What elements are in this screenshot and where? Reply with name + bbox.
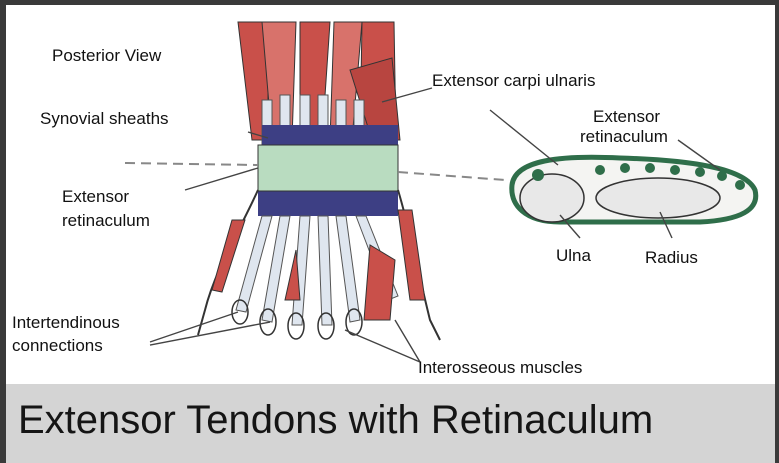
label-extensor-retinaculum-left-2: retinaculum — [62, 210, 150, 232]
label-radius: Radius — [645, 247, 698, 269]
label-intertendinous-2: connections — [12, 335, 103, 357]
label-interosseous-muscles: Interosseous muscles — [418, 357, 582, 379]
label-ulna: Ulna — [556, 245, 591, 267]
label-intertendinous-1: Intertendinous — [12, 312, 120, 334]
label-extensor-carpi-ulnaris: Extensor carpi ulnaris — [432, 70, 595, 92]
label-extensor-retinaculum-right-1: Extensor — [593, 106, 660, 128]
extensor-retinaculum-band — [258, 145, 398, 191]
label-synovial-sheaths: Synovial sheaths — [40, 108, 169, 130]
label-extensor-retinaculum-right-2: retinaculum — [580, 126, 668, 148]
view-label: Posterior View — [52, 45, 161, 67]
label-extensor-retinaculum-left-1: Extensor — [62, 186, 129, 208]
figure-caption: Extensor Tendons with Retinaculum — [18, 398, 653, 443]
wrist-cross-section — [512, 157, 756, 222]
